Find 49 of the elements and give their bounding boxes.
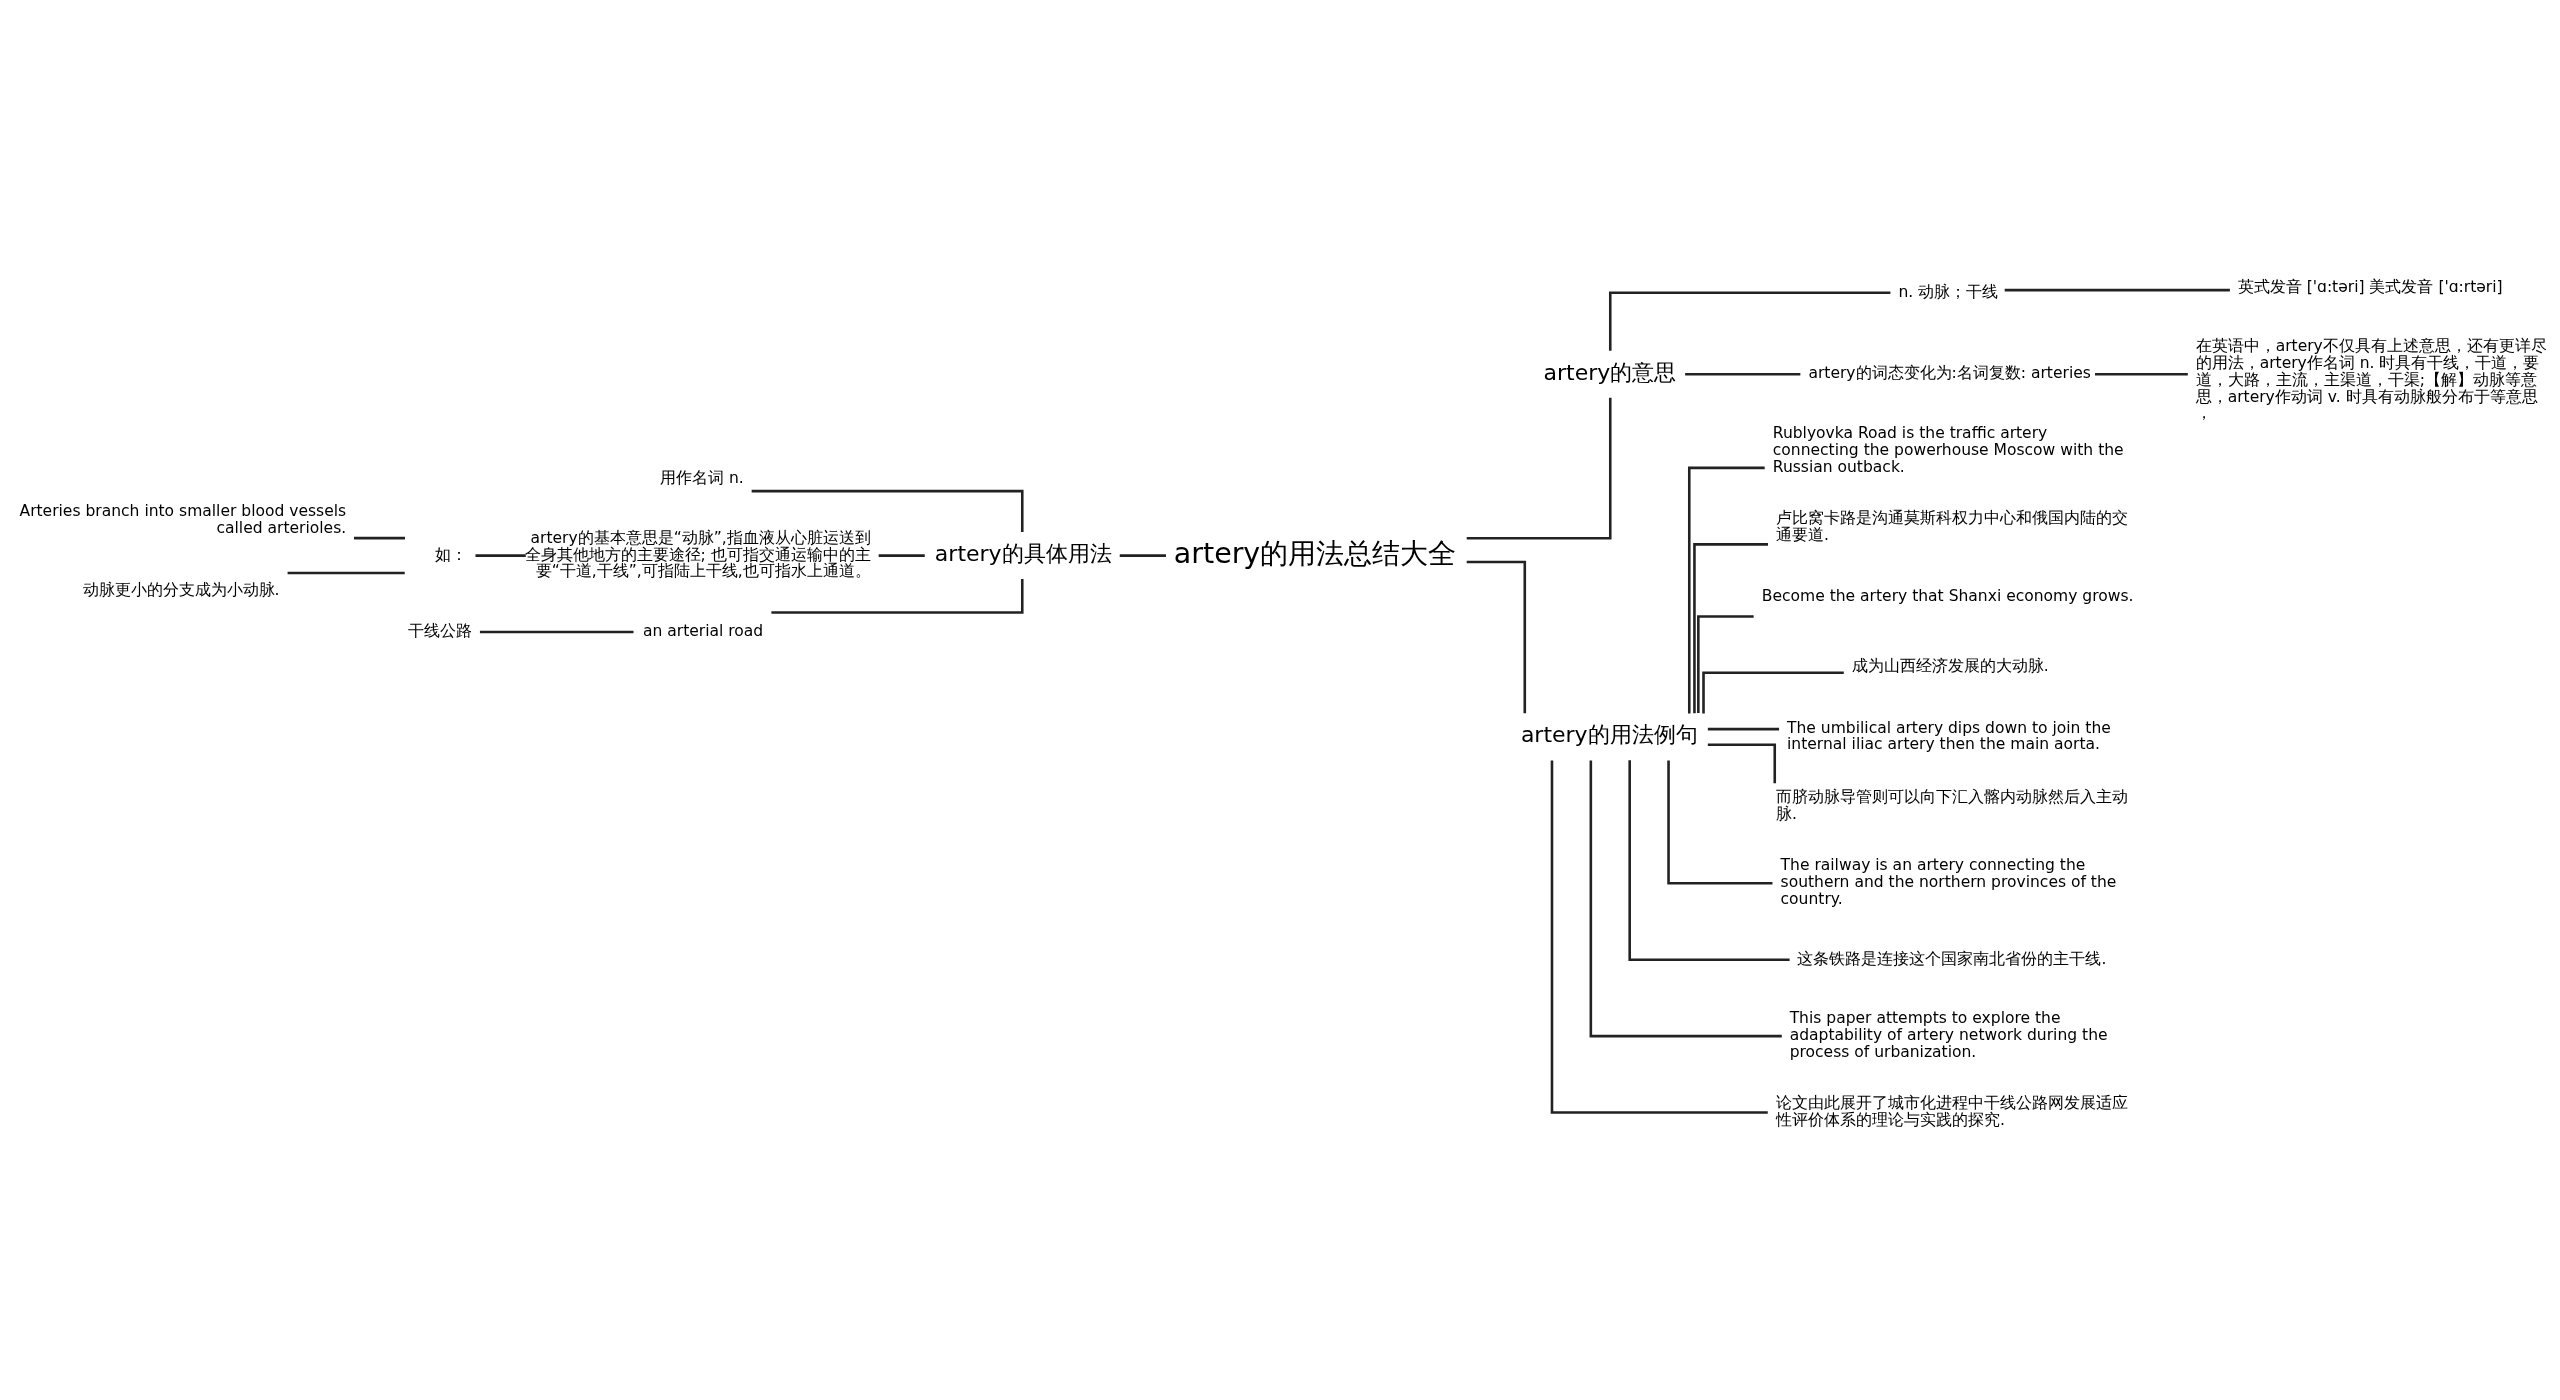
node-text: artery的用法总结大全 [1173, 536, 1457, 570]
node-text: 英式发音 ['ɑ:təri] 美式发音 ['ɑ:rtəri] [2237, 277, 2503, 296]
node-text: an arterial road [642, 622, 764, 641]
connector [1466, 397, 1612, 540]
node-text: artery的意思 [1543, 359, 1677, 385]
node-text: The railway is an artery connecting the southern and the northern provinces of the country. [1780, 856, 2117, 909]
connector [1628, 760, 1790, 961]
node-text: The umbilical artery dips down to join the internal iliac artery then the main aorta. [1787, 718, 2111, 754]
node-text: 而脐动脉导管则可以向下汇入髂内动脉然后入主动脉. [1776, 788, 2129, 824]
node-text: artery的基本意思是“动脉”,指血液从心脏运送到全身其他地方的主要途径; 也可指交通运输中的主要“干道,干线”,可指陆上干线,也可指水上通道。 [524, 528, 871, 581]
connector [2095, 372, 2188, 376]
node-text: n. 动脉；干线 [1898, 282, 1999, 301]
connector [1685, 372, 1801, 376]
connector [751, 489, 1024, 532]
connector [1687, 466, 1765, 714]
connector [1119, 554, 1166, 557]
node-text: Rublyovka Road is the traffic artery connecting the powerhouse Moscow with the Russian outback. [1772, 423, 2124, 476]
connector [1707, 727, 1780, 731]
connector [1702, 671, 1844, 714]
node-text: 卢比窝卡路是沟通莫斯科权力中心和俄国内陆的交通要道. [1776, 508, 2129, 544]
connector [479, 630, 634, 634]
connector [1667, 760, 1773, 885]
connector [2004, 288, 2230, 292]
connector [475, 554, 526, 557]
connector [354, 536, 405, 540]
node-text: 用作名词 n. [660, 469, 744, 488]
node-text: 干线公路 [407, 622, 472, 641]
node-text: 在英语中，artery不仅具有上述意思，还有更详尽的用法，artery作名词 n. 时具有干线，干道，要道，大路，主流，主渠道，干渠;【解】动脉等意思，artery作动词 v. 时具有动脉般分布于等意思， [2195, 337, 2547, 423]
node-text: artery的用法例句 [1520, 722, 1698, 748]
connector [1466, 560, 1527, 714]
node-text: 如： [435, 545, 468, 564]
node-text: artery的词态变化为:名词复数: arteries [1808, 364, 2091, 383]
node-text: 成为山西经济发展的大动脉. [1851, 656, 2049, 675]
node-text: 这条铁路是连接这个国家南北省份的主干线. [1797, 949, 2107, 968]
connector [1697, 615, 1754, 714]
connector [1550, 760, 1768, 1114]
connector [1707, 743, 1777, 784]
node-text: 论文由此展开了城市化进程中干线公路网发展适应性评价体系的理论与实践的探究. [1776, 1094, 2129, 1129]
connector [1608, 291, 1891, 351]
connector [771, 579, 1024, 614]
node-text: 动脉更小的分支成为小动脉. [82, 580, 280, 599]
node-text: artery的具体用法 [934, 540, 1112, 566]
connector [878, 554, 925, 557]
node-text: Become the artery that Shanxi economy grows. [1761, 587, 2134, 606]
node-text: This paper attempts to explore the adaptability of artery network during the process of urbanization. [1789, 1009, 2108, 1061]
connector [1589, 760, 1782, 1038]
connector [1693, 543, 1769, 714]
connector [287, 571, 405, 575]
node-text: Arteries branch into smaller blood vessels called arterioles. [19, 502, 347, 538]
